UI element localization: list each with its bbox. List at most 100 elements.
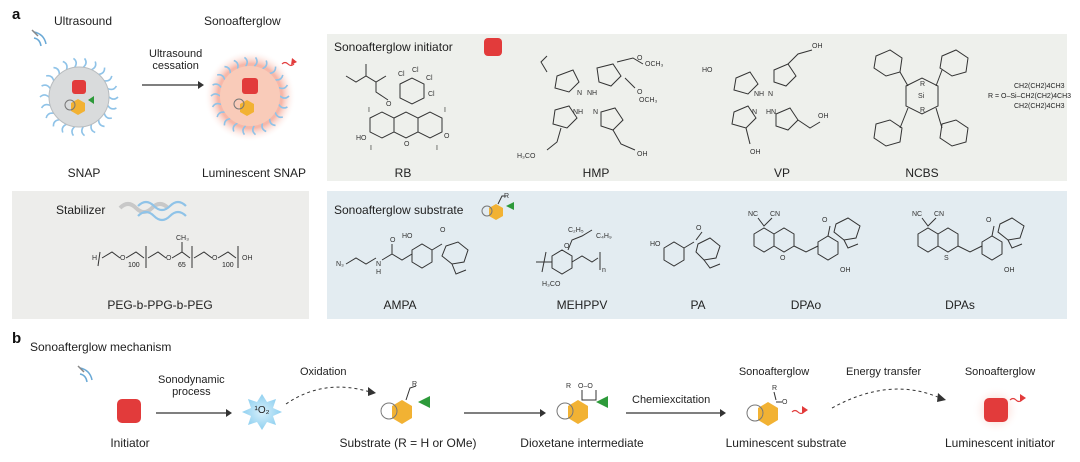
peg-strand — [217, 73, 226, 81]
svg-text:N: N — [768, 91, 773, 98]
singlet-oxygen-icon — [242, 394, 282, 430]
peg-strand — [97, 119, 105, 128]
ultrasound-label: Ultrasound — [54, 14, 113, 28]
svg-text:R: R — [920, 107, 925, 114]
svg-text:H: H — [92, 255, 97, 262]
rb-structure: Cl Cl Cl Cl O O I I I I HO O — [345, 64, 450, 152]
initiator-box-title: Sonoafterglow initiator — [334, 40, 453, 54]
svg-text:OH: OH — [840, 267, 851, 274]
svg-text:R: R — [566, 383, 571, 390]
peg-strand — [39, 94, 50, 98]
peg-strand — [71, 126, 76, 137]
peg-strand — [243, 56, 248, 67]
peg-strand — [275, 74, 284, 81]
svg-text:n: n — [602, 267, 606, 274]
svg-text:O: O — [564, 243, 570, 250]
peg-strand — [62, 60, 68, 70]
peg-strand — [98, 67, 106, 76]
peg-strand — [242, 125, 247, 136]
sonoafterglow-2-label: Sonoafterglow — [964, 366, 1036, 378]
svg-text:O: O — [444, 133, 450, 140]
dpas-label: DPAs — [945, 298, 975, 312]
svg-text:C₂H₅: C₂H₅ — [568, 227, 584, 234]
initiator-b-icon — [117, 399, 141, 423]
peg-ppg-peg-structure: H O O CH₃ O OH — [92, 235, 253, 268]
stabilizer-box — [12, 191, 309, 319]
peg-strand — [216, 111, 225, 118]
peg-strand — [268, 118, 276, 127]
svg-text:OH: OH — [1004, 267, 1015, 274]
peg-strand — [72, 57, 77, 68]
stabilizer-title: Stabilizer — [56, 203, 106, 217]
svg-text:H₃CO: H₃CO — [542, 281, 561, 288]
svg-text:CH₃: CH₃ — [176, 235, 189, 242]
cessation-arrow — [142, 81, 204, 89]
luminescent-snap-label: Luminescent SNAP — [201, 166, 307, 180]
peg-strand — [212, 83, 222, 89]
ncbs-label: NCBS — [905, 166, 939, 180]
peg-strand — [41, 84, 51, 90]
svg-text:HO: HO — [356, 135, 367, 142]
substrate-box — [327, 191, 1067, 319]
svg-text:OH: OH — [812, 43, 823, 50]
dioxetane-icon: R O–O — [556, 383, 608, 424]
substrate-icon: R — [481, 193, 514, 220]
peg-subscript-1: 100 — [128, 262, 140, 269]
svg-text:O: O — [440, 227, 446, 234]
rb-label: RB — [394, 166, 412, 180]
mechanism-title: Sonoafterglow mechanism — [30, 340, 172, 354]
svg-text:Si: Si — [918, 93, 925, 100]
svg-text:HN: HN — [766, 109, 776, 116]
svg-text:OH: OH — [637, 151, 648, 158]
peg-strand — [261, 123, 267, 133]
substrate-label: Substrate (R = H or OMe) — [339, 436, 477, 450]
vp-label: VP — [773, 166, 791, 180]
svg-text:N: N — [752, 109, 757, 116]
initiator-box — [327, 34, 1067, 181]
initiator-label: Initiator — [110, 436, 150, 450]
energy-transfer-label: Energy transfer — [846, 366, 922, 378]
peg-strand — [278, 84, 289, 90]
peg-strand — [45, 112, 54, 119]
peg-strand — [90, 124, 96, 134]
peg-strand — [269, 66, 277, 75]
peg-strand — [61, 123, 67, 133]
snap-label: SNAP — [67, 166, 101, 180]
svg-text:NH: NH — [754, 91, 764, 98]
dioxetane-arrow — [464, 409, 546, 417]
peg-strand — [278, 103, 288, 109]
sonoafterglow-label: Sonoafterglow — [204, 14, 281, 28]
svg-text:O–O: O–O — [578, 383, 593, 390]
svg-text:HO: HO — [650, 241, 661, 248]
dioxetane-label: Dioxetane intermediate — [520, 436, 644, 450]
substrate-b-icon: R — [380, 381, 430, 424]
peg-subscripts: 100 65 100 — [92, 262, 292, 276]
sonodynamic-arrow — [156, 409, 232, 417]
svg-text:O: O — [120, 255, 126, 262]
singlet-oxygen-label: ¹O₂ — [254, 405, 270, 416]
svg-text:OH: OH — [750, 149, 761, 156]
luminescent-snap-icon — [204, 50, 297, 142]
ncbs-r-line-2: R = O–Si–CH2(CH2)4CH3 — [988, 93, 1072, 100]
ncbs-structure: Si RR — [873, 49, 969, 147]
svg-text:OCH₃: OCH₃ — [645, 61, 664, 68]
svg-text:O: O — [780, 255, 786, 262]
svg-text:NH: NH — [573, 109, 583, 116]
peg-strand — [46, 74, 55, 82]
mehppv-label: MEHPPV — [556, 298, 608, 312]
svg-text:Cl: Cl — [426, 75, 433, 82]
svg-text:I: I — [370, 145, 372, 152]
peg-strand — [40, 103, 51, 109]
peg-strand — [52, 118, 60, 127]
substrate-title: Sonoafterglow substrate — [334, 203, 464, 217]
svg-text:OH: OH — [242, 255, 253, 262]
peg-strand — [233, 59, 239, 69]
snap-nanoparticle-icon — [39, 57, 119, 137]
sonodynamic-label: Sonodynamic process — [158, 374, 225, 398]
ampa-structure: N₃ NH O HO O — [336, 227, 469, 276]
peg-strand — [107, 104, 117, 110]
chemiexcitation-arrow — [626, 409, 726, 417]
